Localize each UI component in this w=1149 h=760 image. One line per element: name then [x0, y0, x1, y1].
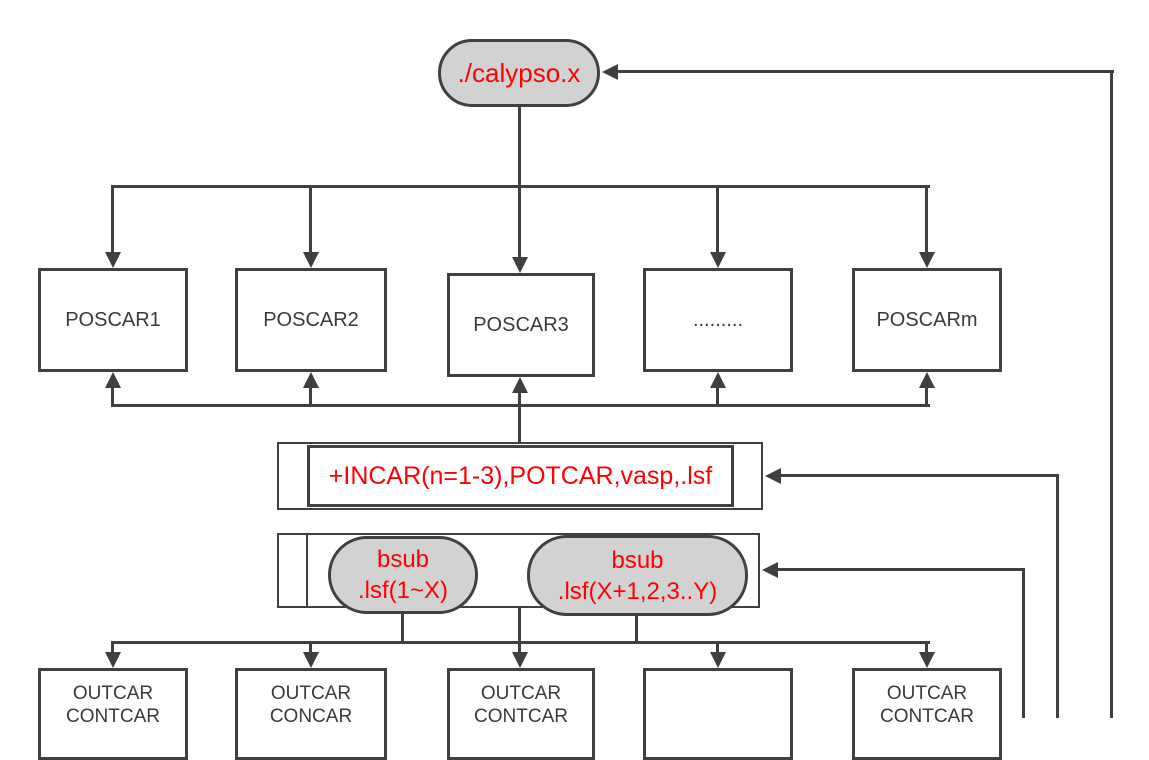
connector-root-stem [518, 107, 521, 188]
outcar2-line2: CONCAR [269, 706, 353, 727]
arrowhead-down-poscar2-icon [303, 252, 319, 268]
connector-drop-4 [716, 185, 719, 256]
connector-bdrop-5 [925, 641, 928, 654]
arrowhead-up-poscar3-icon [512, 377, 528, 393]
outcar1-line1: OUTCAR [72, 683, 154, 704]
arrowhead-into-bsub-icon [762, 562, 778, 578]
connector-bdrop-2 [309, 641, 312, 654]
bsub-right-node: bsub .lsf(X+1,2,3..Y) [527, 535, 748, 616]
arrowhead-into-incar-icon [765, 468, 781, 484]
connector-up-2 [309, 385, 312, 406]
outcar5-line2: CONTCAR [880, 706, 974, 727]
root-node-label: ./calypso.x [457, 57, 581, 88]
outcar5-line1: OUTCAR [886, 683, 968, 704]
poscar2-label: POSCAR2 [263, 308, 359, 331]
arrowhead-down-poscar3-icon [512, 257, 528, 273]
arrowhead-into-root-icon [602, 64, 618, 80]
poscar-ellipsis-node: ......... [643, 268, 793, 372]
arrowhead-down-poscar1-icon [105, 252, 121, 268]
poscar3-label: POSCAR3 [473, 313, 569, 336]
arrowhead-up-poscar2-icon [303, 372, 319, 388]
poscarm-label: POSCARm [876, 308, 978, 331]
connector-drop-1 [111, 185, 114, 256]
poscar1-label: POSCAR1 [65, 308, 161, 331]
incar-bar: +INCAR(n=1-3),POTCAR,vasp,.lsf [307, 445, 734, 507]
poscarm-node: POSCARm [852, 268, 1002, 372]
outcar2-line1: OUTCAR [270, 683, 352, 704]
connector-feedback-to-root [614, 70, 1114, 73]
outcar1-node: OUTCAR CONTCAR [38, 668, 188, 760]
root-node-calypso: ./calypso.x [438, 39, 600, 107]
connector-bdrop-1 [111, 641, 114, 654]
connector-feedback-to-bsub [774, 568, 1024, 571]
arrowhead-up-dots-icon [710, 372, 726, 388]
connector-feedback-right-outer [1110, 70, 1113, 718]
connector-feedback-right-inner [1022, 568, 1025, 718]
arrowhead-down-outcar5-icon [919, 652, 935, 668]
bsub-left-node: bsub .lsf(1~X) [328, 536, 478, 614]
connector-bsub-left-stub [401, 612, 404, 644]
bsub-right-line1: bsub [611, 546, 664, 574]
arrowhead-up-poscarm-icon [919, 372, 935, 388]
arrowhead-down-outcar1-icon [105, 652, 121, 668]
bsub-right-line2: .lsf(X+1,2,3..Y) [557, 577, 718, 605]
bsub-left-line1: bsub [376, 546, 430, 573]
outcar2-node: OUTCAR CONCAR [235, 668, 387, 760]
connector-drop-5 [925, 185, 928, 256]
connector-bsub-center-stub [518, 606, 521, 644]
bsub-left-line2: .lsf(1~X) [357, 577, 449, 604]
outcar3-line1: OUTCAR [480, 683, 562, 704]
poscar3-node: POSCAR3 [447, 273, 595, 377]
arrowhead-up-poscar1-icon [105, 372, 121, 388]
arrowhead-down-outcar2-icon [303, 652, 319, 668]
poscar2-node: POSCAR2 [235, 268, 387, 372]
outcar3-line2: CONTCAR [474, 706, 568, 727]
connector-up-5 [925, 385, 928, 406]
outcar3-node: OUTCAR CONTCAR [447, 668, 595, 760]
connector-incar-stem [518, 404, 521, 442]
connector-feedback-to-incar [777, 474, 1058, 477]
poscar1-node: POSCAR1 [38, 268, 188, 372]
flowchart-canvas: ./calypso.x POSCAR1 POSCAR2 POSCAR3 ....… [38, 39, 1114, 760]
connector-bdrop-4 [716, 641, 719, 654]
poscar-ellipsis-label: ......... [692, 308, 743, 331]
outcar1-line2: CONTCAR [66, 706, 160, 727]
connector-up-4 [716, 385, 719, 406]
outcar5-node: OUTCAR CONTCAR [852, 668, 1002, 760]
arrowhead-down-outcar3-icon [512, 652, 528, 668]
connector-drop-2 [309, 185, 312, 256]
connector-up-3 [518, 390, 521, 406]
arrowhead-down-poscarm-icon [919, 252, 935, 268]
arrowhead-down-dots-icon [710, 252, 726, 268]
connector-up-1 [111, 385, 114, 406]
outcar4-node-empty [643, 668, 793, 760]
connector-bdrop-3 [518, 641, 521, 654]
bsub-bar-divider [306, 533, 308, 608]
connector-bsub-right-stub [635, 612, 638, 644]
connector-feedback-right-middle [1056, 474, 1059, 718]
connector-drop-3 [518, 185, 521, 261]
incar-bar-label: +INCAR(n=1-3),POTCAR,vasp,.lsf [328, 461, 713, 490]
arrowhead-down-outcar4-icon [710, 652, 726, 668]
